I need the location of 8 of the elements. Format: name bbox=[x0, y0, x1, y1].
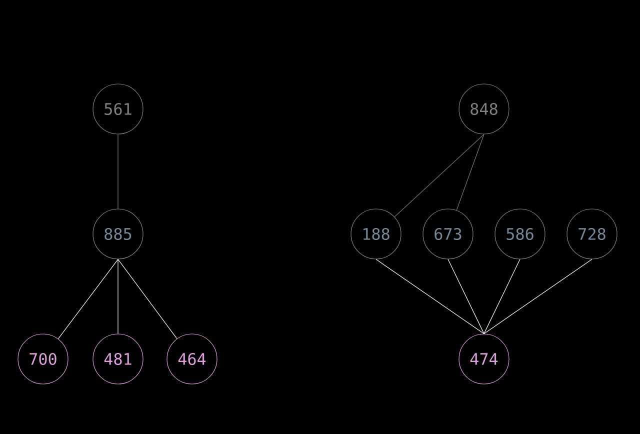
connector-line bbox=[58, 259, 118, 340]
connector-line bbox=[456, 134, 484, 210]
connector-line bbox=[118, 259, 178, 339]
connector-line bbox=[376, 259, 484, 334]
connector-line bbox=[394, 134, 484, 218]
connector-line bbox=[448, 259, 484, 334]
connector-line bbox=[484, 259, 592, 334]
connector-line bbox=[484, 259, 520, 334]
